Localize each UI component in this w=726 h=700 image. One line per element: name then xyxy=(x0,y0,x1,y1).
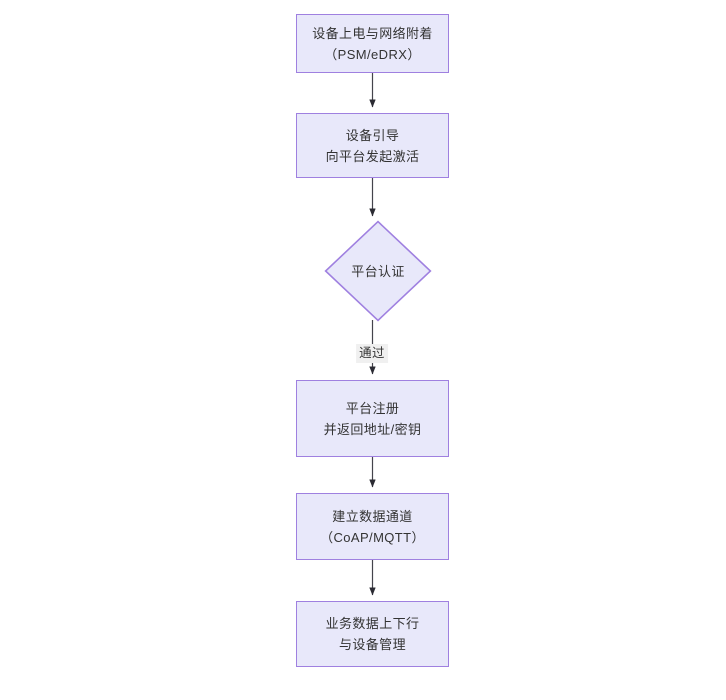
flow-node-data-channel-line2: （CoAP/MQTT） xyxy=(320,529,425,545)
flow-node-power-on-line1: 设备上电与网络附着 xyxy=(312,25,433,41)
diamond-shape-icon xyxy=(324,220,432,322)
flow-node-platform-register[interactable]: 平台注册 并返回地址/密钥 xyxy=(296,380,449,457)
flow-node-data-channel-line1: 建立数据通道 xyxy=(332,508,413,524)
flow-node-platform-auth-label: 平台认证 xyxy=(351,263,405,279)
flow-node-platform-register-line2: 并返回地址/密钥 xyxy=(323,421,422,437)
edge-label-pass: 通过 xyxy=(356,344,388,363)
flow-node-platform-register-line1: 平台注册 xyxy=(345,400,400,416)
flow-node-business-data-line2: 与设备管理 xyxy=(338,637,406,652)
flow-node-business-data-line1: 业务数据上下行 xyxy=(325,616,420,631)
flow-node-business-data[interactable]: 业务数据上下行 与设备管理 xyxy=(296,601,449,667)
flow-node-bootstrap[interactable]: 设备引导 向平台发起激活 xyxy=(296,113,449,178)
flow-node-data-channel[interactable]: 建立数据通道 （CoAP/MQTT） xyxy=(296,493,449,560)
flow-node-platform-auth[interactable]: 平台认证 xyxy=(324,220,432,322)
flow-node-power-on[interactable]: 设备上电与网络附着 （PSM/eDRX） xyxy=(296,14,449,73)
flow-node-power-on-line2: （PSM/eDRX） xyxy=(324,46,421,62)
flow-node-bootstrap-line1: 设备引导 xyxy=(345,127,400,143)
flow-node-bootstrap-line2: 向平台发起激活 xyxy=(325,148,420,164)
